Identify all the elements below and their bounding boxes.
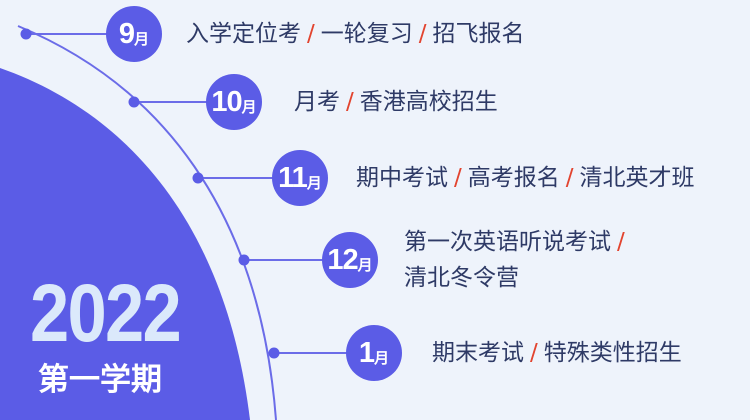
event-text: 月考 (294, 89, 340, 115)
month-unit: 月 (357, 257, 373, 274)
event-text: 期中考试 (356, 165, 448, 191)
separator: / (565, 165, 574, 191)
month-unit: 月 (374, 350, 390, 367)
timeline-dot (20, 28, 32, 40)
event-text: 香港高校招生 (359, 89, 498, 115)
timeline-arc (17, 25, 277, 420)
separator: / (307, 21, 315, 47)
event-text: 期末考试 (432, 340, 524, 366)
event-text: 高考报名 (467, 165, 560, 191)
event-text: 一轮复习 (320, 21, 413, 47)
timeline-dot (128, 96, 140, 108)
month-number: 9 (118, 17, 135, 50)
event-text: 招飞报名 (432, 21, 525, 47)
month-events-12: 第一次英语听说考试/ 清北冬令营 (404, 224, 631, 296)
event-text: 特殊类性招生 (543, 340, 682, 366)
event-line: 清北冬令营 (404, 260, 631, 296)
event-text: 清北冬令营 (404, 265, 519, 291)
year-label: 2022 (29, 268, 182, 359)
separator: / (418, 21, 427, 47)
timeline-dot (238, 254, 250, 266)
month-unit: 月 (306, 175, 322, 192)
month-events-1: 期末考试/特殊类性招生 (432, 335, 682, 371)
purple-quarter-circle (0, 68, 250, 420)
separator: / (617, 229, 625, 255)
event-text: 清北英才班 (579, 165, 695, 191)
month-events-11: 期中考试/高考报名/清北英才班 (356, 160, 695, 196)
separator: / (530, 340, 538, 366)
separator: / (346, 89, 354, 115)
separator: / (454, 165, 462, 191)
timeline-dot (268, 347, 280, 359)
term-label: 第一学期 (38, 362, 162, 398)
month-number: 10 (211, 85, 242, 118)
month-number: 1 (358, 336, 375, 369)
event-text: 入学定位考 (186, 21, 301, 47)
month-unit: 月 (134, 31, 150, 48)
month-number: 12 (327, 243, 358, 276)
month-events-10: 月考/香港高校招生 (294, 84, 498, 120)
event-text: 第一次英语听说考试 (404, 229, 611, 255)
month-events-9: 入学定位考/一轮复习/招飞报名 (186, 16, 525, 52)
timeline-dot (192, 172, 204, 184)
month-number: 11 (278, 161, 308, 194)
event-line: 第一次英语听说考试/ (404, 224, 631, 260)
month-unit: 月 (241, 99, 257, 116)
